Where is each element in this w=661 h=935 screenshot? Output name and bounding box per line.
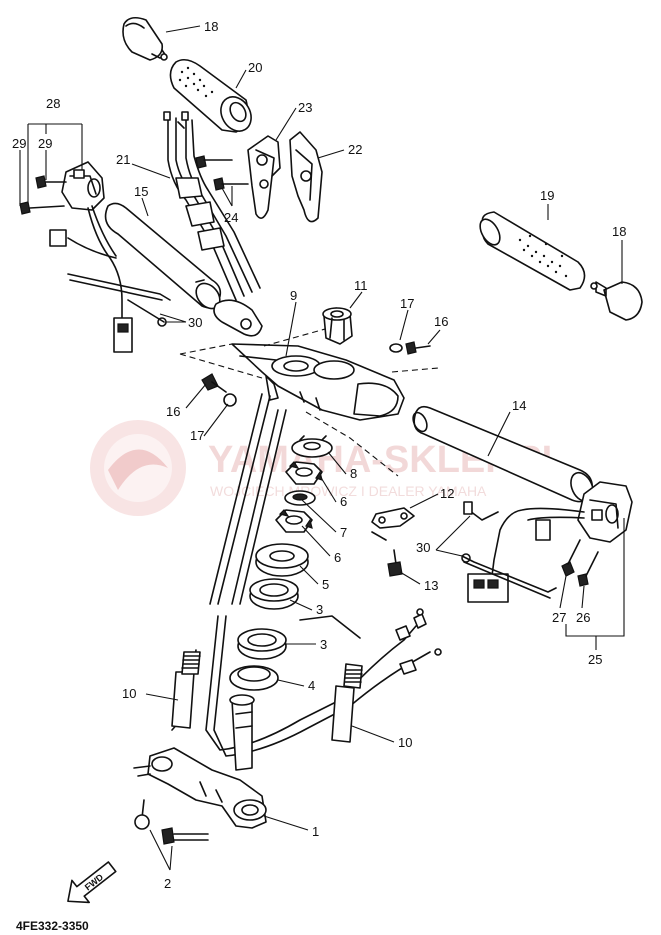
callout-19: 19 xyxy=(540,188,554,203)
callout-24: 24 xyxy=(224,210,238,225)
callout-23: 23 xyxy=(298,100,312,115)
callout-4: 4 xyxy=(308,678,315,693)
callout-6-lower: 6 xyxy=(334,550,341,565)
bearing-3-upper xyxy=(249,578,299,610)
dust-seal-4 xyxy=(229,665,279,691)
bar-end-weight-left xyxy=(122,16,168,61)
under-bracket xyxy=(133,694,267,829)
bar-end-weight-right xyxy=(590,281,643,321)
bolt-16-left xyxy=(201,373,227,393)
assembly-guide-dashed xyxy=(179,325,439,477)
bolt-13 xyxy=(387,549,403,577)
ring-nut-6-lower xyxy=(275,509,313,533)
right-switch-wiring xyxy=(461,501,585,603)
throttle-cables xyxy=(163,111,263,337)
callout-14: 14 xyxy=(512,398,526,413)
callout-labels: 18 20 23 22 28 29 29 21 15 24 19 18 11 1… xyxy=(12,19,626,891)
callout-8: 8 xyxy=(350,466,357,481)
bolt-2-vertical xyxy=(134,799,150,830)
callout-29-a: 29 xyxy=(12,136,26,151)
callout-17-right: 17 xyxy=(400,296,414,311)
screw-29-a xyxy=(35,175,67,189)
callout-18-left: 18 xyxy=(204,19,218,34)
callout-20: 20 xyxy=(248,60,262,75)
callout-5: 5 xyxy=(322,577,329,592)
callout-18-right: 18 xyxy=(612,224,626,239)
left-switch-wiring xyxy=(49,205,171,353)
bearing-3-lower xyxy=(237,628,287,660)
fwd-arrow: FWD xyxy=(67,861,117,904)
watermark-subtitle: WOJCIECH MROWICZ I DEALER YAMAHA xyxy=(210,483,487,499)
screw-27 xyxy=(561,539,581,577)
rubber-washer-7 xyxy=(284,490,316,506)
lock-washer-8 xyxy=(291,435,333,458)
cable-guide xyxy=(371,507,415,541)
callout-12: 12 xyxy=(440,486,454,501)
callout-22: 22 xyxy=(348,142,362,157)
callout-15: 15 xyxy=(134,184,148,199)
throttle-housing-lower xyxy=(289,131,323,223)
cable-10-left-sleeve xyxy=(171,651,201,729)
callout-21: 21 xyxy=(116,152,130,167)
callout-27: 27 xyxy=(552,610,566,625)
throttle-housing-upper xyxy=(247,135,281,219)
bolt-16-right xyxy=(405,341,431,355)
leader-lines xyxy=(19,25,625,871)
right-handlebar-switch xyxy=(577,481,633,543)
ring-nut-6-upper xyxy=(285,461,323,485)
callout-25: 25 xyxy=(588,652,602,667)
screw-24-lower xyxy=(213,177,249,191)
callout-26: 26 xyxy=(576,610,590,625)
callout-11: 11 xyxy=(354,278,368,293)
callout-30-left: 30 xyxy=(188,315,202,330)
callout-2: 2 xyxy=(164,876,171,891)
steering-stem-nut xyxy=(322,307,353,345)
cable-10-right-sleeve xyxy=(331,663,363,743)
callout-13: 13 xyxy=(424,578,438,593)
callout-10-left: 10 xyxy=(122,686,136,701)
callout-10-right: 10 xyxy=(398,735,412,750)
washer-17-right xyxy=(389,343,403,353)
callout-7: 7 xyxy=(340,525,347,540)
callout-1: 1 xyxy=(312,824,319,839)
callout-6-upper: 6 xyxy=(340,494,347,509)
right-grip xyxy=(479,211,586,291)
callout-17-left: 17 xyxy=(190,428,204,443)
left-handlebar-switch xyxy=(61,161,105,211)
callout-9: 9 xyxy=(290,288,297,303)
throttle-grip xyxy=(169,58,252,133)
callout-16-right: 16 xyxy=(434,314,448,329)
callout-28: 28 xyxy=(46,96,60,111)
diagram-code: 4FE332-3350 xyxy=(16,919,89,933)
callout-3-lower: 3 xyxy=(320,637,327,652)
callout-16-left: 16 xyxy=(166,404,180,419)
callout-29-b: 29 xyxy=(38,136,52,151)
screw-26 xyxy=(577,551,599,587)
bolt-2-horizontal xyxy=(161,827,209,845)
screw-24-upper xyxy=(195,155,233,169)
callout-3-upper: 3 xyxy=(316,602,323,617)
callout-30-right: 30 xyxy=(416,540,430,555)
washer-17-left xyxy=(223,393,237,407)
bearing-cover-5 xyxy=(255,543,309,577)
screw-29-b xyxy=(19,201,65,215)
upper-bracket xyxy=(231,343,405,421)
handlebar-left xyxy=(104,202,222,310)
